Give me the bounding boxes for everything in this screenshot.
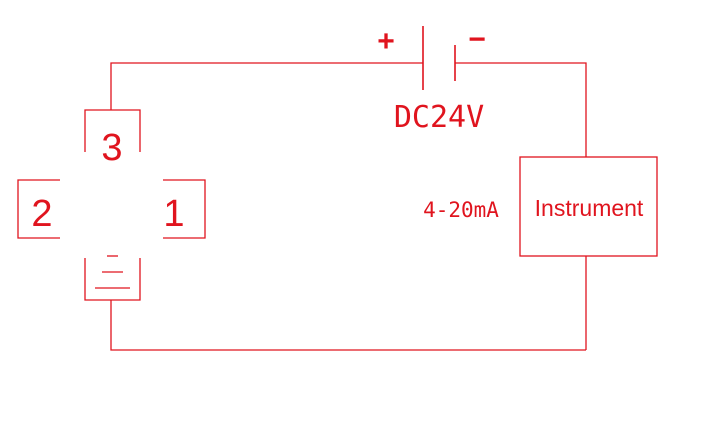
pin-1-bracket: [163, 179, 206, 239]
pin-2-bracket: [17, 179, 60, 239]
battery-positive-sign: +: [377, 25, 395, 58]
instrument-box: [519, 156, 658, 257]
connector: 3 2 1: [17, 109, 206, 301]
circuit-wires: [110, 62, 587, 351]
battery-negative-sign: −: [468, 23, 486, 56]
ground-bracket: [84, 258, 141, 301]
wire-bottom: [110, 300, 586, 351]
connector-pin-2: 2: [17, 179, 60, 239]
instrument: Instrument: [519, 156, 658, 257]
ground-icon: [84, 255, 141, 301]
instrument-label: Instrument: [535, 195, 644, 221]
wire-top-left: [110, 62, 423, 110]
wire-top-right: [455, 62, 587, 157]
battery-voltage-label: DC24V: [394, 100, 484, 135]
connector-pin-1: 1: [163, 179, 206, 239]
signal-label: 4-20mA: [423, 198, 499, 222]
pin-3-label: 3: [101, 127, 122, 169]
pin-1-label: 1: [163, 193, 184, 235]
battery: + − DC24V: [377, 23, 486, 135]
pin-3-bracket: [84, 109, 141, 152]
pin-2-label: 2: [31, 193, 52, 235]
connector-pin-3: 3: [84, 109, 141, 169]
